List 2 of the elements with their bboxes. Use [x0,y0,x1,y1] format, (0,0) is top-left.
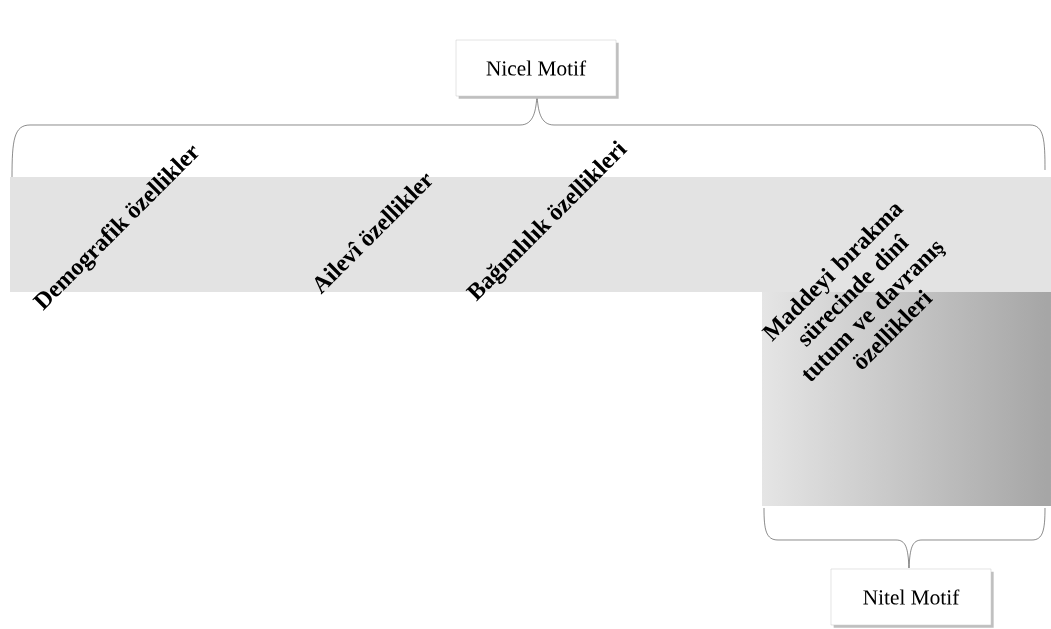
motif-box: Nicel Motif [455,39,619,99]
motif-box: Nitel Motif [830,568,994,628]
